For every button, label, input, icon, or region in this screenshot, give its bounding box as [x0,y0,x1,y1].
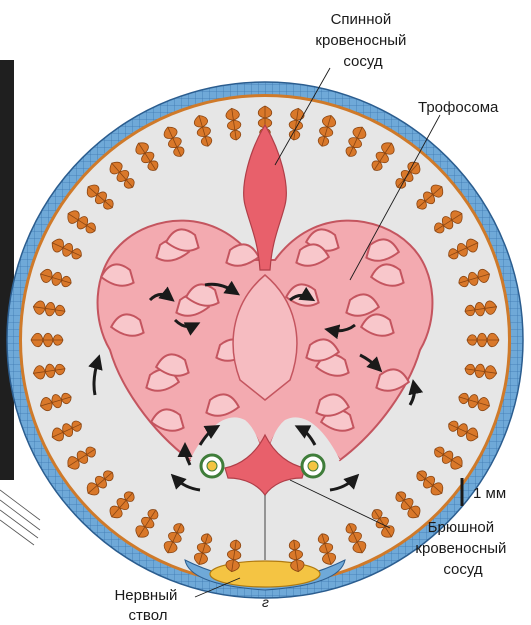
label-nerve-trunk: Нервный ствол [114,587,181,624]
tentacle-lobe [31,333,63,347]
label-ventral-vessel: Брюшной кровеносный сосуд [415,519,510,578]
left-edge-hatching [0,490,40,545]
left-edge-dark-strip [0,60,14,480]
tentacle-lobe [467,333,499,347]
gonoduct-left [201,455,223,477]
label-trophosome: Трофосома [418,99,499,116]
label-letter: г [262,594,269,610]
gonoduct-right [302,455,324,477]
label-dorsal-vessel: Спинной кровеносный сосуд [315,11,410,70]
label-scale: 1 мм [473,485,506,502]
